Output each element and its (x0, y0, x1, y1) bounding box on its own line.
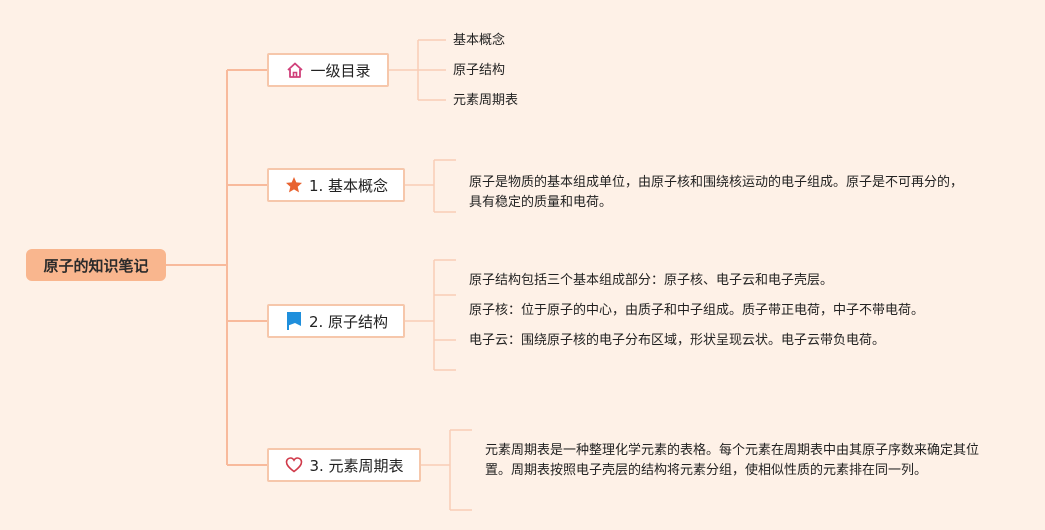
leaf-item[interactable]: 元素周期表 (453, 93, 519, 108)
leaf-item[interactable]: 基本概念 (453, 33, 506, 48)
branch-label: 2. 原子结构 (308, 312, 389, 331)
root-label: 原子的知识笔记 (43, 256, 149, 275)
leaf-paragraph[interactable]: 原子是物质的基本组成单位，由原子核和围绕核运动的电子组成。原子是不可再分的，具有… (469, 175, 964, 210)
branch-basic-concept[interactable]: 1. 基本概念 (267, 168, 405, 202)
branch-periodic-table[interactable]: 3. 元素周期表 (267, 448, 421, 482)
branch-label: 一级目录 (310, 61, 371, 80)
root-node[interactable]: 原子的知识笔记 (26, 249, 166, 281)
leaf-paragraph[interactable]: 元素周期表是一种整理化学元素的表格。每个元素在周期表中由其原子序数来确定其位置。… (485, 443, 980, 478)
leaf-item[interactable]: 原子结构 (453, 63, 506, 78)
branch-directory[interactable]: 一级目录 (267, 53, 389, 87)
branch-label: 1. 基本概念 (308, 176, 389, 195)
home-icon (285, 60, 305, 80)
leaf-item[interactable]: 原子结构包括三个基本组成部分：原子核、电子云和电子壳层。 (469, 273, 834, 288)
heart-icon (284, 455, 304, 475)
flag-icon (284, 311, 304, 331)
leaf-item[interactable]: 原子核：位于原子的中心，由质子和中子组成。质子带正电荷，中子不带电荷。 (469, 303, 925, 318)
leaf-item[interactable]: 电子云：围绕原子核的电子分布区域，形状呈现云状。电子云带负电荷。 (469, 333, 886, 348)
star-icon (284, 175, 304, 195)
branch-label: 3. 元素周期表 (309, 456, 404, 475)
branch-atomic-structure[interactable]: 2. 原子结构 (267, 304, 405, 338)
